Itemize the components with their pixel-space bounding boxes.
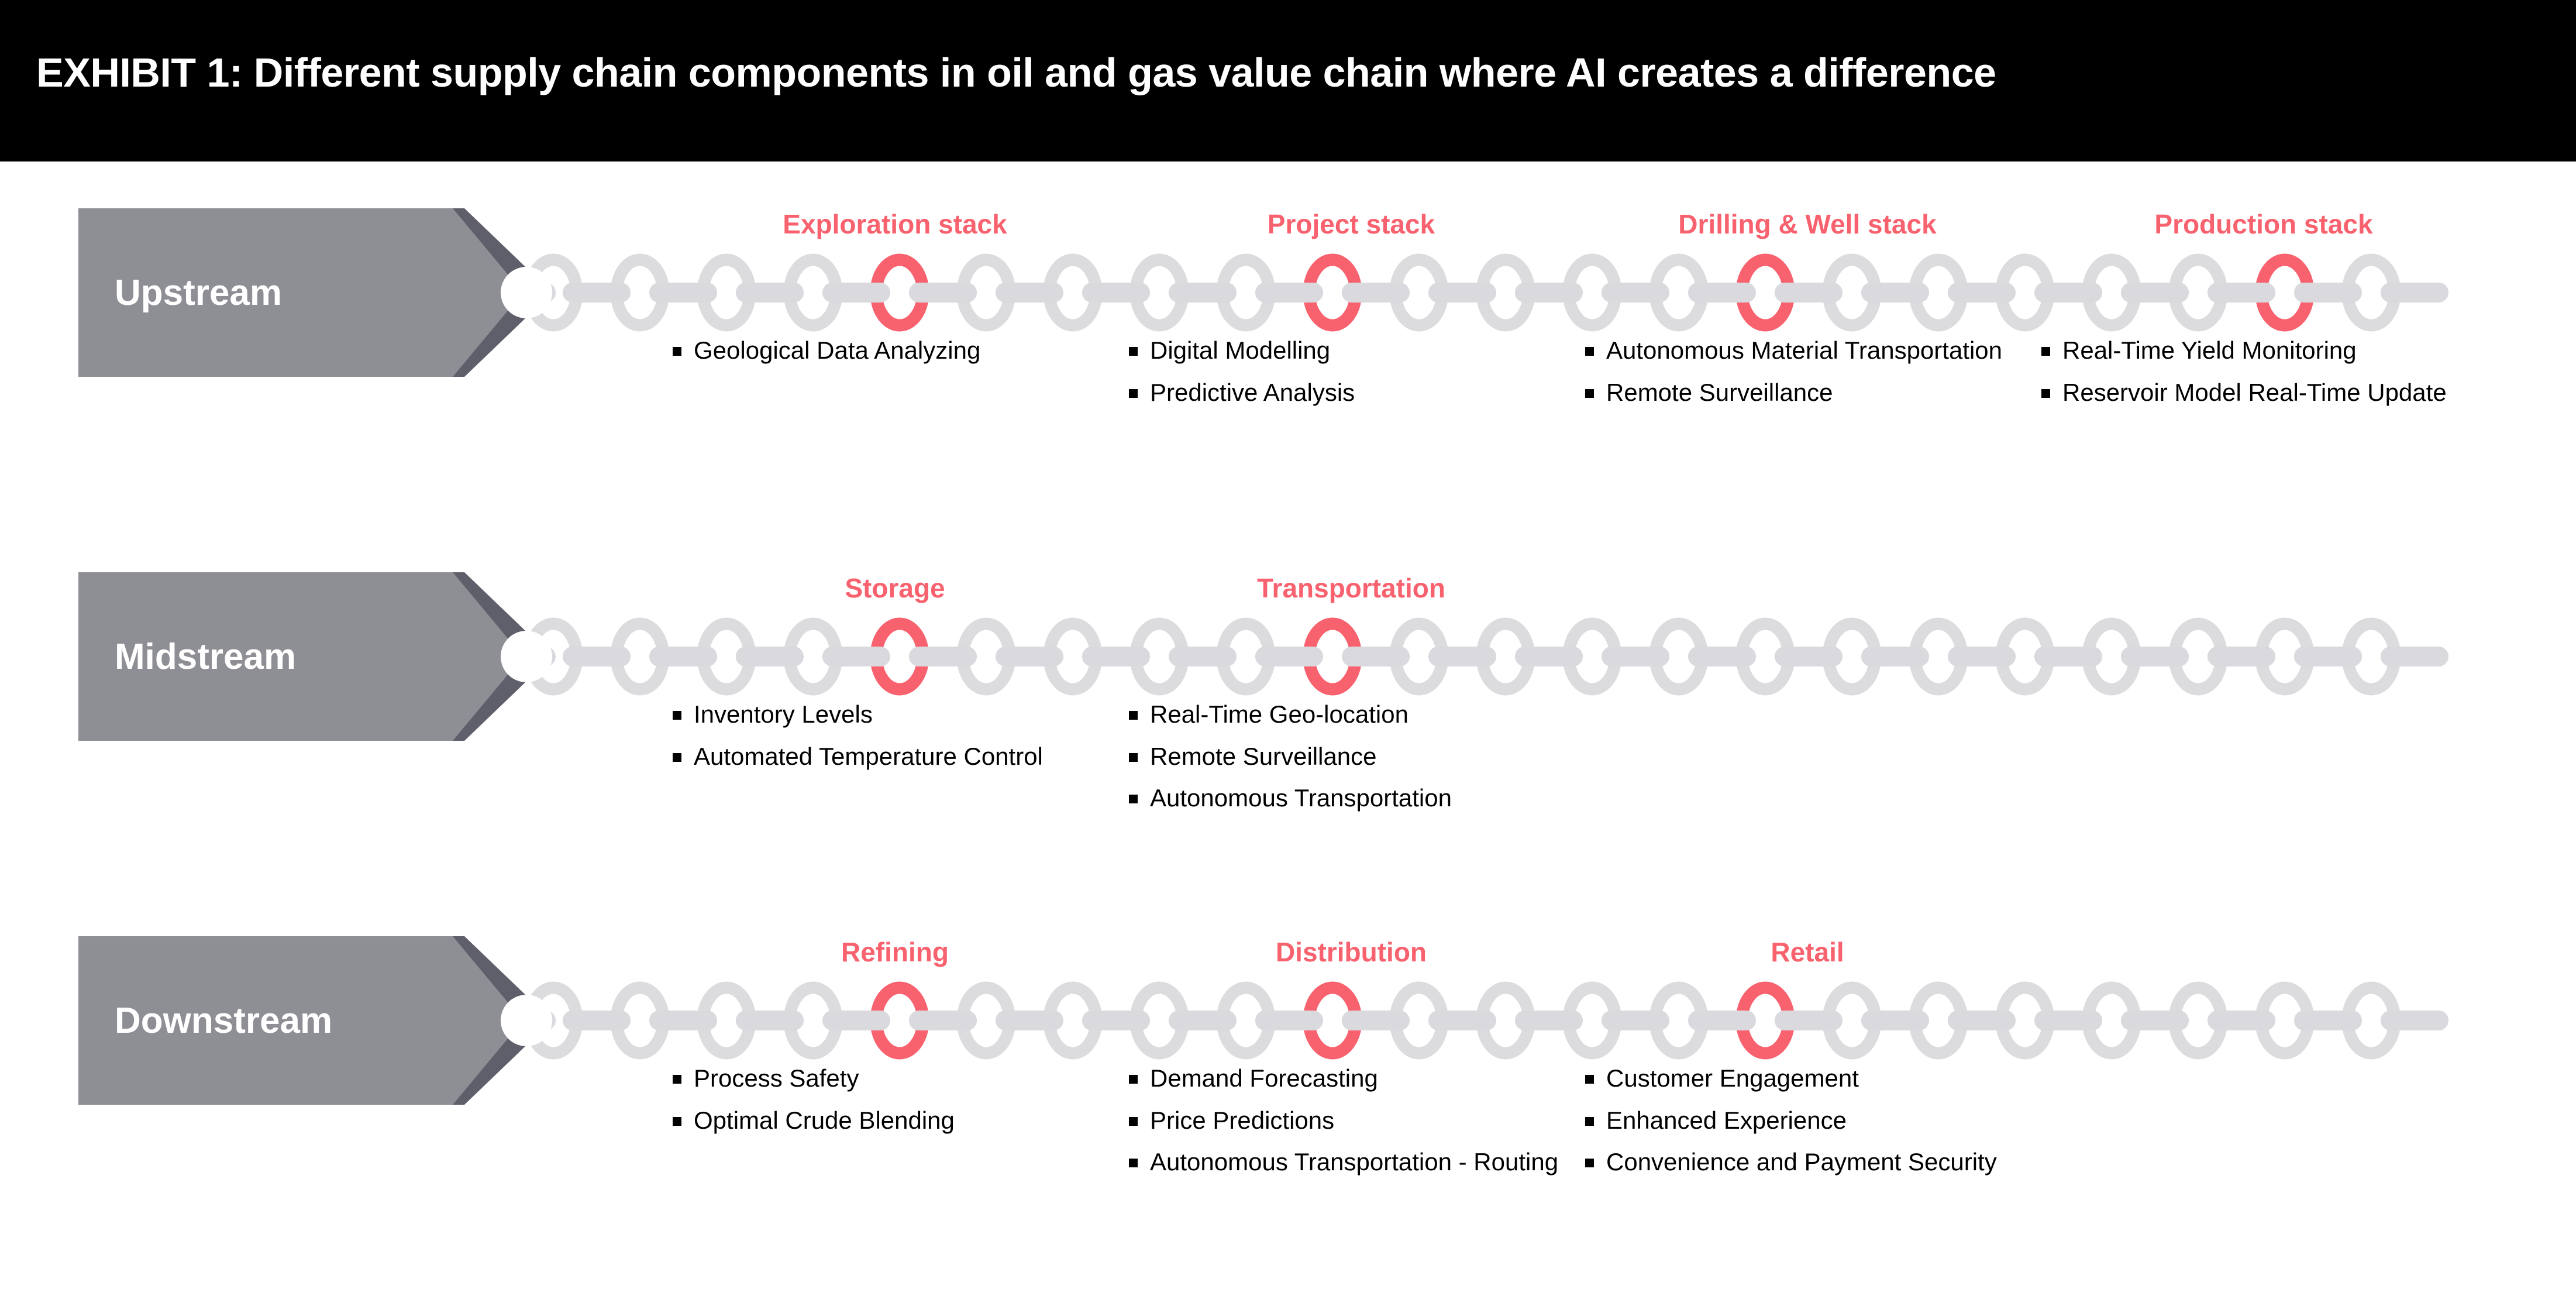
list-item-label: Remote Surveillance xyxy=(1150,742,1377,770)
list-item-label: Process Safety xyxy=(694,1064,859,1092)
list-item: Predictive Analysis xyxy=(1129,378,1573,407)
square-bullet-icon xyxy=(1129,1159,1138,1168)
list-item: Convenience and Payment Security xyxy=(1585,1147,2030,1177)
supply-chain-graphic xyxy=(526,980,2480,1060)
list-item: Real-Time Yield Monitoring xyxy=(2041,336,2486,365)
list-item-label: Inventory Levels xyxy=(694,700,873,728)
stack-title: Distribution xyxy=(1275,937,1427,967)
list-item-label: Convenience and Payment Security xyxy=(1606,1148,1997,1176)
list-item: Autonomous Transportation xyxy=(1129,783,1573,813)
list-item: Optimal Crude Blending xyxy=(673,1106,1117,1135)
list-item: Real-Time Geo-location xyxy=(1129,700,1573,729)
segment-arrow-upstream[interactable]: Upstream xyxy=(78,208,552,377)
square-bullet-icon xyxy=(1585,1075,1594,1084)
list-item: Price Predictions xyxy=(1129,1106,1573,1135)
square-bullet-icon xyxy=(673,1116,681,1126)
segment-arrow-downstream[interactable]: Downstream xyxy=(78,936,552,1105)
stack-title: Refining xyxy=(841,937,949,967)
segment-label: Upstream xyxy=(115,272,282,313)
header-bar: EXHIBIT 1: Different supply chain compon… xyxy=(0,0,2576,161)
list-item-label: Real-Time Geo-location xyxy=(1150,700,1408,728)
arrow-shape xyxy=(78,936,552,1105)
chain-anchor-circle xyxy=(501,631,552,682)
segment-label: Midstream xyxy=(115,636,297,677)
square-bullet-icon xyxy=(1129,347,1138,356)
square-bullet-icon xyxy=(1585,1159,1594,1168)
stack-title: Transportation xyxy=(1256,573,1446,603)
chain-anchor-circle xyxy=(501,995,552,1046)
square-bullet-icon xyxy=(1129,1075,1138,1084)
list-item: Process Safety xyxy=(673,1064,1117,1093)
list-item: Enhanced Experience xyxy=(1585,1106,2030,1135)
list-item-label: Remote Surveillance xyxy=(1606,378,1833,406)
list-item: Remote Surveillance xyxy=(1129,742,1573,771)
square-bullet-icon xyxy=(2041,347,2050,356)
list-item: Geological Data Analyzing xyxy=(673,336,1117,365)
square-bullet-icon xyxy=(1585,1116,1594,1126)
list-item-label: Customer Engagement xyxy=(1606,1064,1859,1092)
stack-title: Retail xyxy=(1771,937,1844,967)
list-item-label: Predictive Analysis xyxy=(1150,378,1355,406)
chain-anchor-circle xyxy=(501,267,552,318)
list-item-label: Real-Time Yield Monitoring xyxy=(2062,336,2357,364)
square-bullet-icon xyxy=(1585,347,1594,356)
stack-title: Drilling & Well stack xyxy=(1678,209,1937,239)
square-bullet-icon xyxy=(1129,389,1138,398)
list-item-label: Optimal Crude Blending xyxy=(694,1106,955,1134)
square-bullet-icon xyxy=(1129,1116,1138,1126)
list-item-label: Digital Modelling xyxy=(1150,336,1331,364)
list-item: Inventory Levels xyxy=(673,700,1117,729)
list-item-label: Autonomous Transportation xyxy=(1150,784,1452,812)
list-item-label: Enhanced Experience xyxy=(1606,1106,1847,1134)
square-bullet-icon xyxy=(1129,795,1138,804)
supply-chain-graphic xyxy=(526,616,2480,696)
list-item-label: Reservoir Model Real-Time Update xyxy=(2062,378,2447,406)
stack-bullet-list: Geological Data Analyzing xyxy=(673,336,1117,378)
square-bullet-icon xyxy=(2041,389,2050,398)
list-item: Digital Modelling xyxy=(1129,336,1573,365)
segment-label: Downstream xyxy=(115,1000,333,1041)
list-item: Autonomous Material Transportation xyxy=(1585,336,2030,365)
list-item-label: Automated Temperature Control xyxy=(694,742,1043,770)
list-item-label: Autonomous Material Transportation xyxy=(1606,336,2003,364)
stack-title: Production stack xyxy=(2154,209,2373,239)
list-item: Automated Temperature Control xyxy=(673,742,1117,771)
square-bullet-icon xyxy=(1585,389,1594,398)
arrow-shape xyxy=(78,572,552,741)
segment-arrow-midstream[interactable]: Midstream xyxy=(78,572,552,741)
square-bullet-icon xyxy=(673,711,681,720)
list-item-label: Autonomous Transportation - Routing xyxy=(1150,1148,1559,1176)
arrow-shape xyxy=(78,208,552,377)
square-bullet-icon xyxy=(1129,752,1138,762)
list-item: Remote Surveillance xyxy=(1585,378,2030,407)
square-bullet-icon xyxy=(673,752,681,762)
stack-title: Exploration stack xyxy=(783,209,1007,239)
list-item: Autonomous Transportation - Routing xyxy=(1129,1147,1573,1177)
square-bullet-icon xyxy=(673,347,681,356)
list-item-label: Demand Forecasting xyxy=(1150,1064,1378,1092)
list-item-label: Geological Data Analyzing xyxy=(694,336,981,364)
exhibit-title: EXHIBIT 1: Different supply chain compon… xyxy=(36,50,1996,95)
supply-chain-graphic xyxy=(526,252,2480,332)
square-bullet-icon xyxy=(673,1075,681,1084)
list-item-label: Price Predictions xyxy=(1150,1106,1335,1134)
stack-title: Storage xyxy=(845,573,945,603)
list-item: Reservoir Model Real-Time Update xyxy=(2041,378,2486,407)
list-item: Demand Forecasting xyxy=(1129,1064,1573,1093)
stack-title: Project stack xyxy=(1267,209,1435,239)
list-item: Customer Engagement xyxy=(1585,1064,2030,1093)
square-bullet-icon xyxy=(1129,711,1138,720)
